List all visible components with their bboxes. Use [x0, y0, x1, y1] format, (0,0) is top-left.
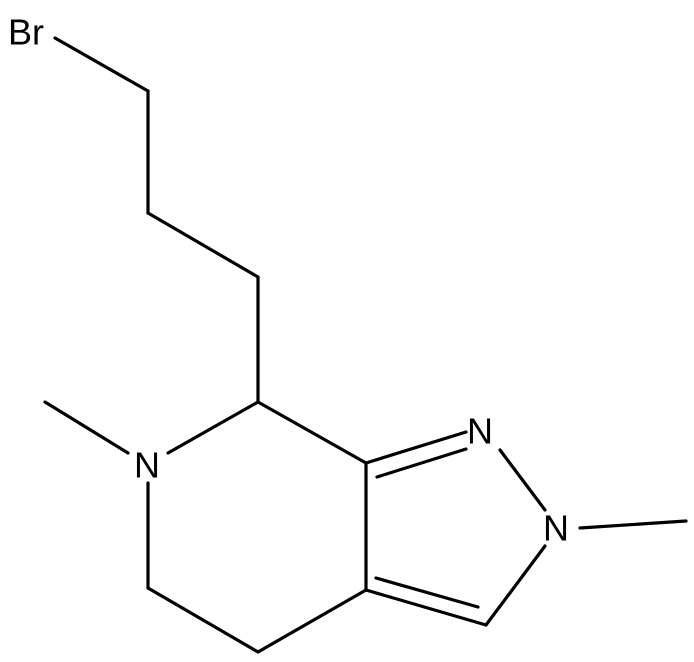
- bond-c3-c3a: [364, 588, 488, 627]
- bond-c5-c4: [146, 586, 260, 654]
- bond-c7a-n1-double: [375, 447, 468, 479]
- bond-n1-n2: [498, 448, 547, 512]
- atom-labels: Br N N N: [8, 12, 569, 549]
- bond-c2-c3: [146, 211, 260, 279]
- bond-n6-methyl: [43, 400, 130, 455]
- bond-br-c1: [53, 36, 150, 93]
- bond-c3-c3a-double: [374, 576, 480, 609]
- pyrazole-n1-label: N: [467, 411, 493, 452]
- bond-c4-c3a: [256, 588, 368, 654]
- bond-n2-c3: [484, 544, 547, 627]
- bond-c7a-n1: [364, 430, 468, 465]
- bond-c7-n6: [166, 400, 260, 455]
- bonds: [43, 36, 688, 654]
- bromine-label: Br: [8, 12, 44, 53]
- bond-c7-c7a: [256, 400, 368, 465]
- ring-nitrogen-label: N: [134, 445, 160, 486]
- bond-n2-methyl: [578, 519, 688, 530]
- pyrazole-n2-label: N: [543, 508, 569, 549]
